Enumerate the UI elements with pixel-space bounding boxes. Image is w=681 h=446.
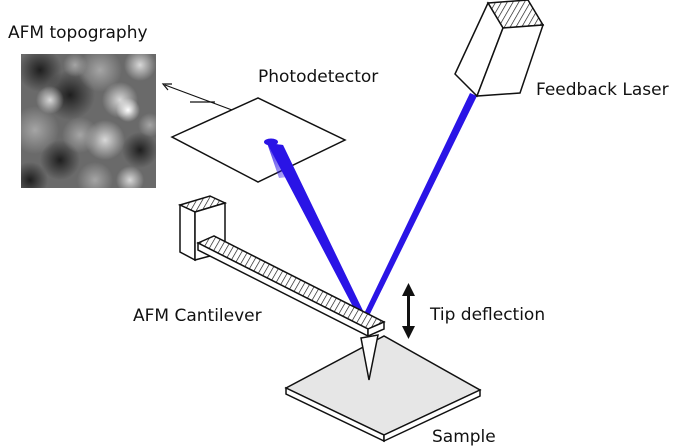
feedback-laser bbox=[454, 0, 545, 98]
sample-label: Sample bbox=[432, 427, 496, 446]
laser-spot bbox=[264, 138, 278, 146]
afm-cantilever-label: AFM Cantilever bbox=[133, 306, 262, 326]
sample bbox=[284, 335, 482, 443]
afm-tip bbox=[360, 334, 379, 381]
afm-topography-label: AFM topography bbox=[8, 23, 148, 43]
beam-spot-glow bbox=[267, 143, 298, 178]
laser-beams bbox=[264, 93, 477, 322]
incident-laser-beam bbox=[361, 93, 477, 322]
cantilever-chip-left bbox=[179, 203, 196, 262]
signal-arrow bbox=[161, 83, 233, 111]
afm-cantilever bbox=[177, 195, 386, 381]
reflected-laser-beam bbox=[267, 143, 368, 322]
tip-deflection-label: Tip deflection bbox=[429, 305, 545, 325]
tip-deflection-arrow bbox=[402, 283, 415, 339]
photodetector bbox=[170, 97, 347, 183]
feedback-laser-label: Feedback Laser bbox=[536, 80, 669, 100]
cantilever-beam-end bbox=[367, 320, 385, 338]
afm-topography-image bbox=[21, 54, 156, 188]
photodetector-label: Photodetector bbox=[258, 67, 378, 87]
